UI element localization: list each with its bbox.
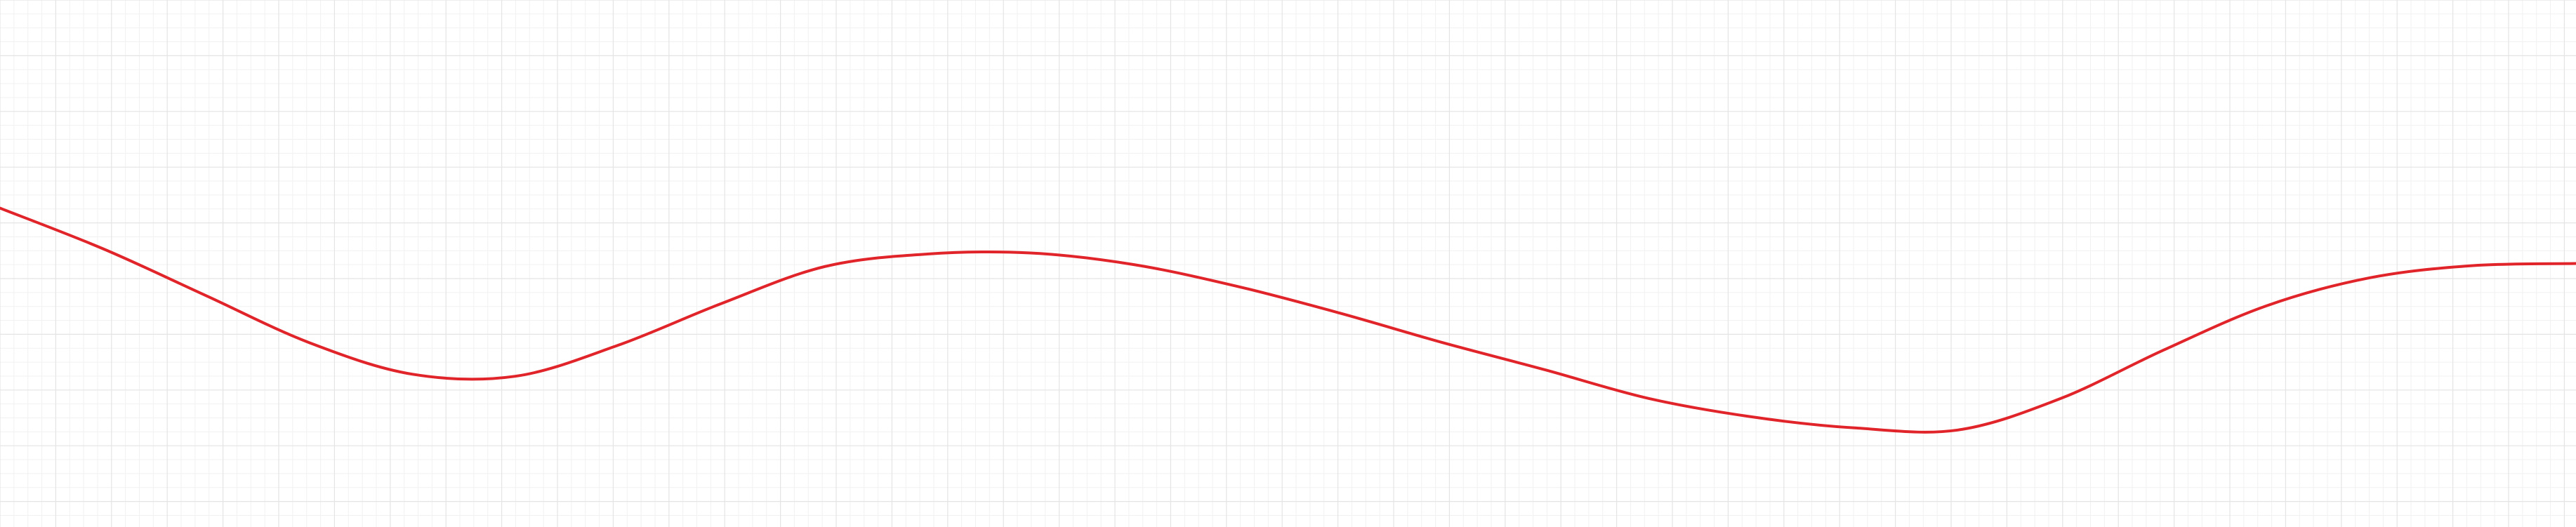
- series-line-0: [0, 206, 2576, 434]
- series-layer: [0, 206, 2576, 434]
